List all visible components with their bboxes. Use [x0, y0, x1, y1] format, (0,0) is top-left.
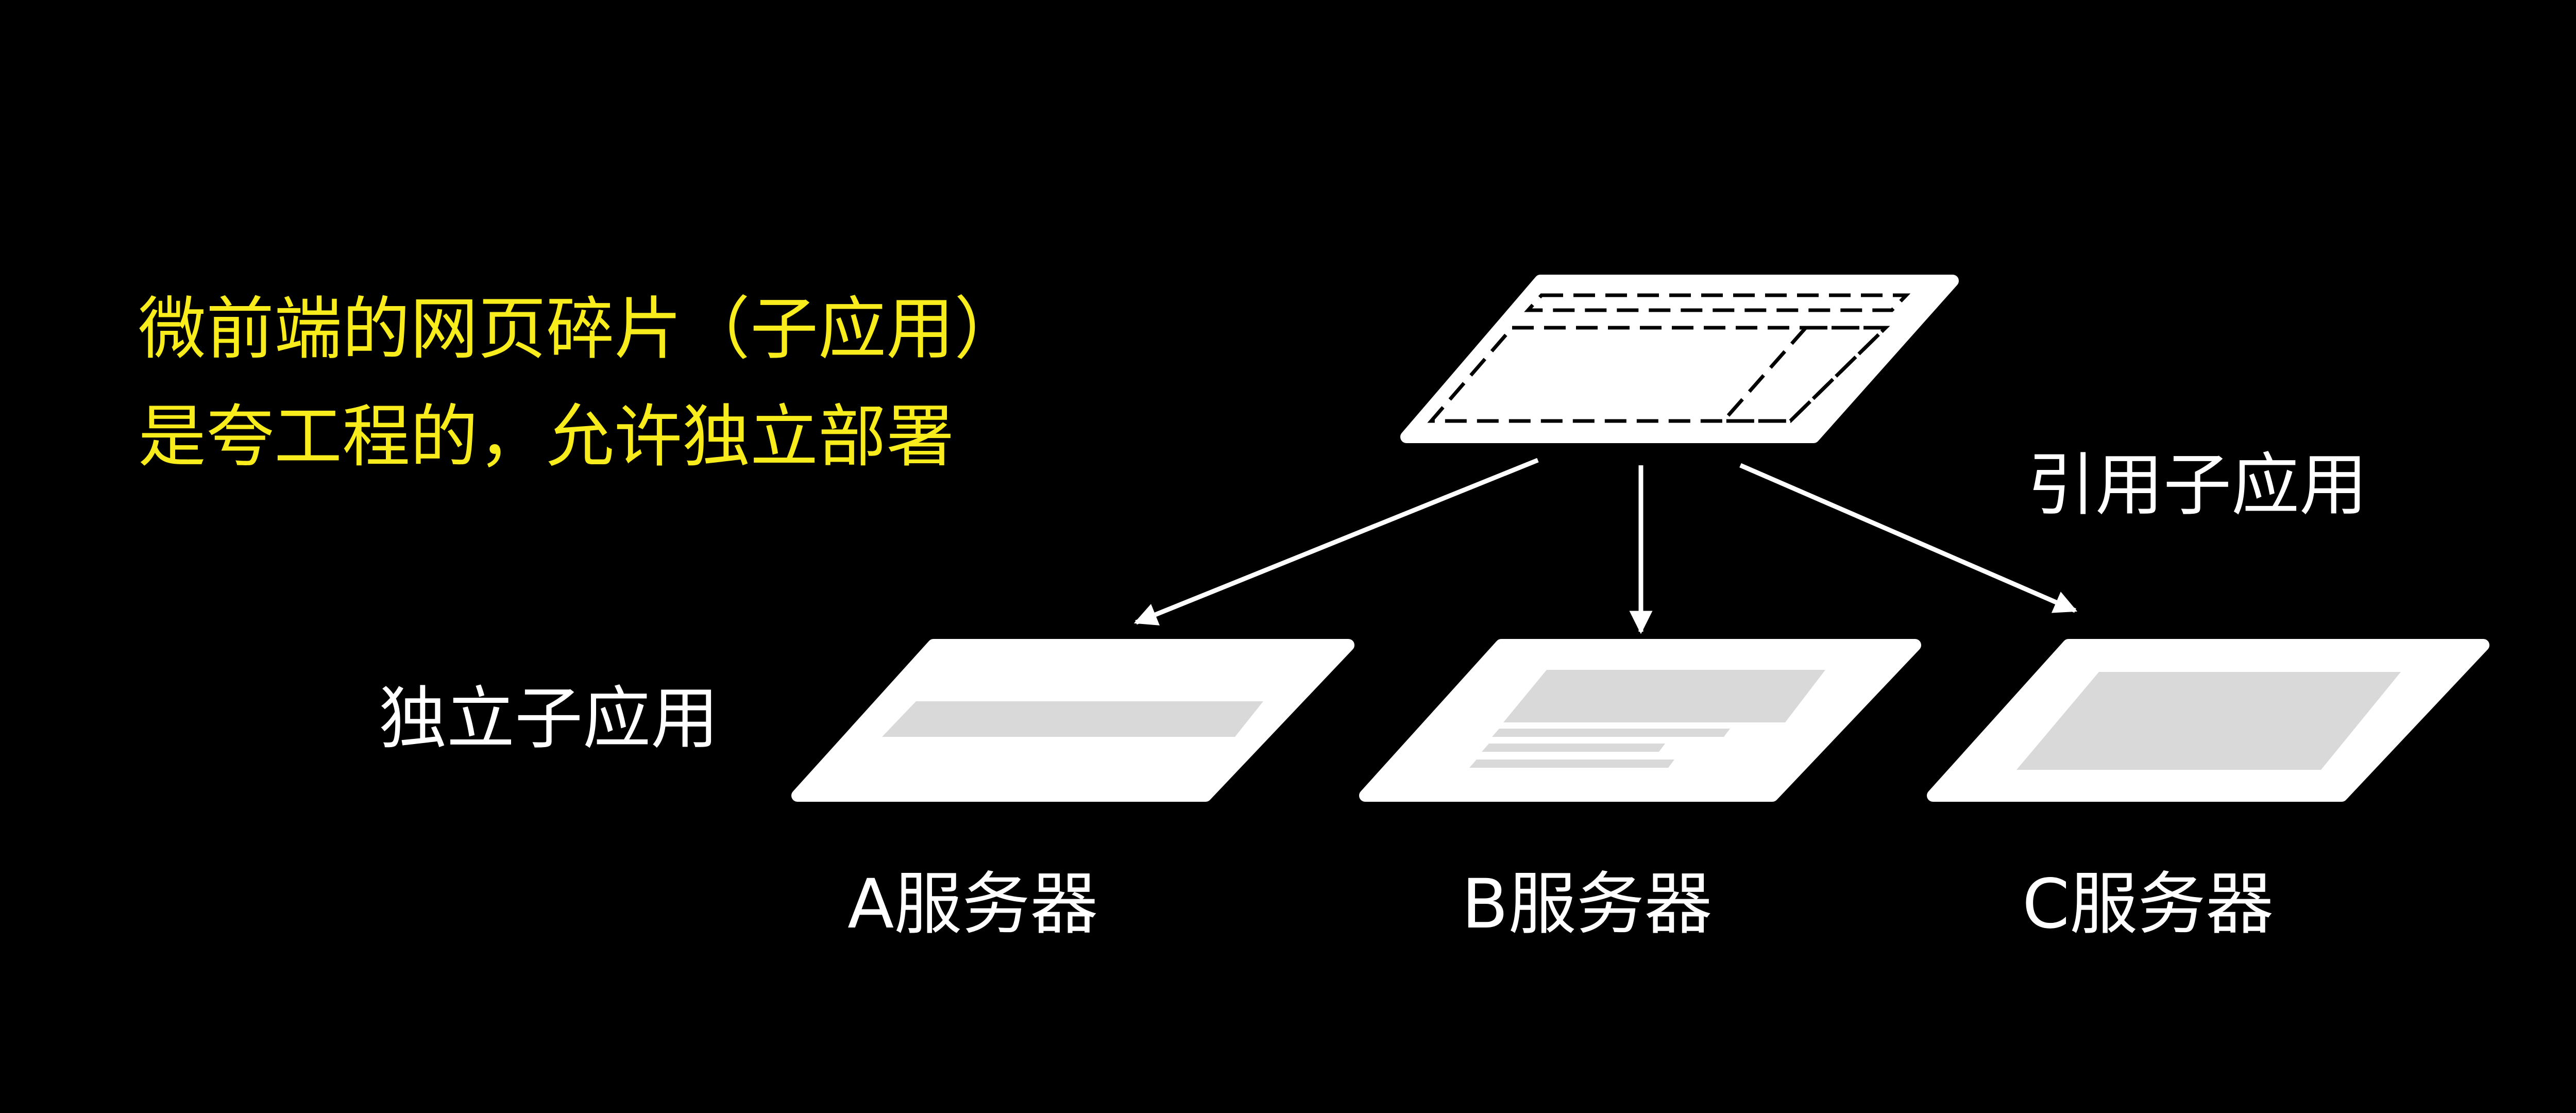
sub-app-card-a — [791, 639, 1354, 802]
sub-app-card-b — [1359, 639, 1921, 802]
main-app-card — [1400, 275, 1959, 443]
sub-app-b-text-line-3 — [1469, 760, 1674, 768]
arrow-to-c — [1739, 463, 2078, 613]
standalone-sub-app-label: 独立子应用 — [379, 679, 719, 758]
sub-app-b-text-line-1 — [1492, 729, 1730, 737]
server-c-label: C服务器 — [2022, 865, 2274, 944]
reference-sub-app-label: 引用子应用 — [2027, 446, 2367, 525]
main-app-card-shape — [1400, 275, 1959, 443]
main-app-body-fragment-outline — [1427, 326, 1890, 423]
sub-app-b-text-line-2 — [1482, 744, 1665, 752]
sub-app-c-block — [2016, 672, 2401, 770]
server-b-label: B服务器 — [1462, 865, 1713, 944]
server-a-label: A服务器 — [848, 865, 1098, 944]
caption-line-2: 是夸工程的，允许独立部署 — [138, 397, 954, 477]
main-app-side-fragment-outline — [1719, 326, 1890, 423]
caption-line-1: 微前端的网页碎片（子应用） — [138, 290, 1022, 369]
sub-app-b-block — [1503, 670, 1825, 722]
caption: 微前端的网页碎片（子应用） 是夸工程的，允许独立部署 — [138, 276, 1022, 491]
main-app-top-fragment-outline — [1524, 293, 1911, 312]
sub-app-card-c — [1927, 639, 2489, 802]
sub-app-a-banner — [882, 701, 1263, 737]
arrow-to-a — [1133, 458, 1539, 626]
